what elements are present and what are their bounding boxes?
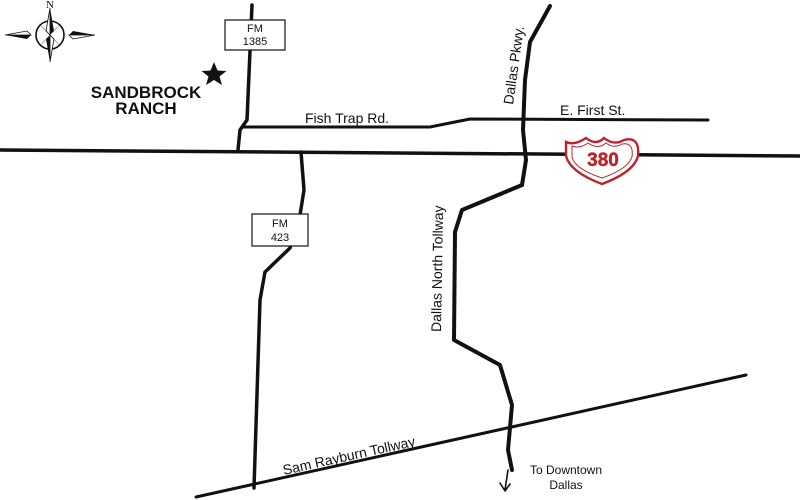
fm-423-shield-line1: FM (272, 218, 288, 230)
compass-rose-icon (4, 7, 96, 63)
fish-trap-rd-label: Fish Trap Rd. (305, 110, 389, 126)
fm-423-shield-line2: 423 (271, 232, 289, 244)
dallas-pkwy-road (520, 4, 552, 187)
dallas-north-tollway-label: Dallas North Tollway (428, 205, 446, 332)
fm-423-road (252, 150, 306, 490)
star-icon (201, 62, 227, 85)
fm-1385-shield-line1: FM (247, 23, 263, 35)
e-first-st-label: E. First St. (560, 102, 625, 118)
us-380-shield: 380 (564, 136, 640, 186)
highway-380-road (0, 148, 800, 158)
to-downtown-arrow-icon (499, 469, 511, 492)
ranch-label-line2: RANCH (115, 99, 176, 118)
compass-north-label: N (46, 0, 54, 11)
fm-1385-shield: FM 1385 (224, 19, 286, 51)
fm-1385-road (236, 3, 254, 152)
fish-trap-first-st-road (240, 117, 710, 129)
dallas-north-tollway-road (452, 183, 524, 472)
fm-1385-shield-line2: 1385 (243, 36, 267, 48)
sam-rayburn-tollway-road (194, 373, 748, 499)
us-380-shield-number: 380 (587, 150, 619, 171)
fm-423-shield: FM 423 (251, 213, 309, 247)
destination-line1: To Downtown (530, 463, 602, 477)
sam-rayburn-tollway-label: Sam Rayburn Tollway (281, 433, 416, 478)
destination-line2: Dallas (549, 478, 582, 492)
ranch-label-line1: SANDBROCK (91, 83, 202, 102)
